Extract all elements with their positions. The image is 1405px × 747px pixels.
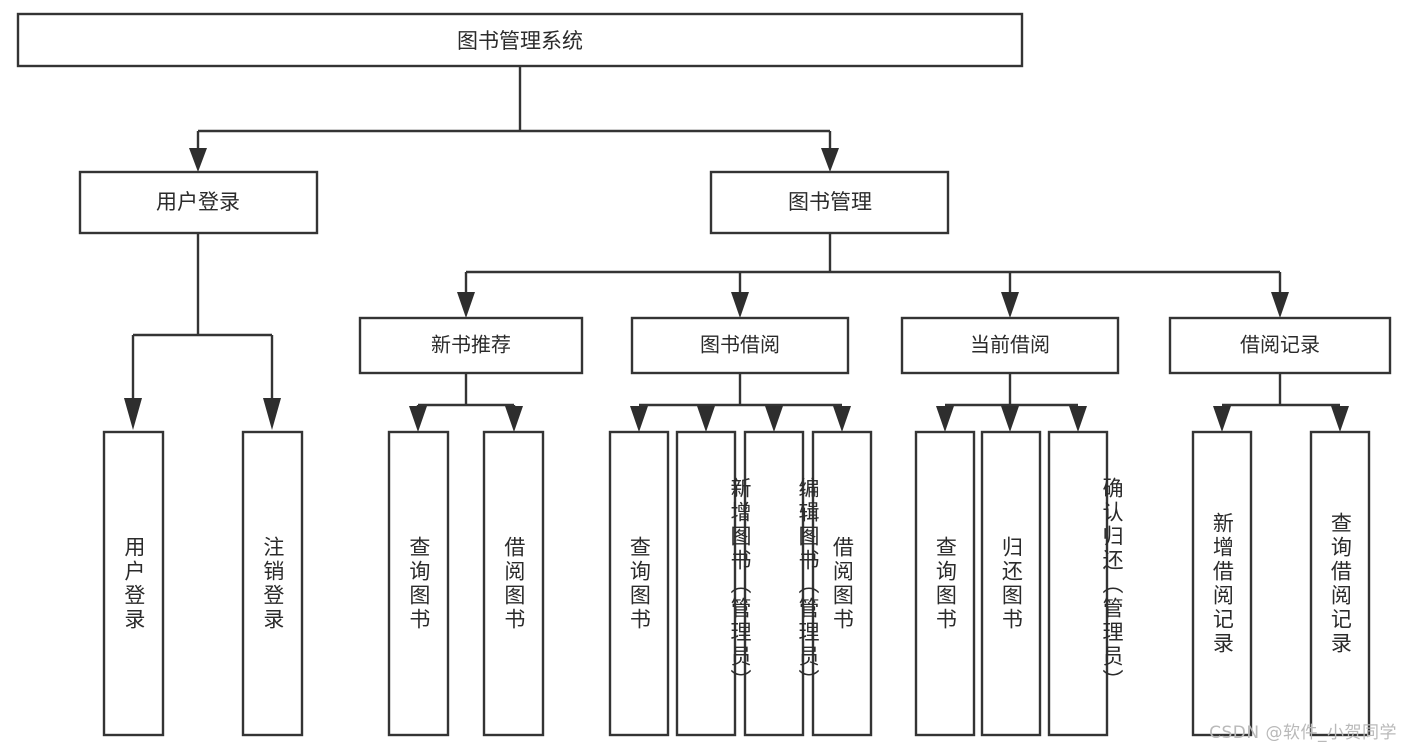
arrow-userlogin-leaf-2	[263, 398, 281, 430]
node-book-manage-box[interactable]	[709, 170, 950, 235]
node-current-borrow[interactable]: 当前借阅	[900, 316, 1120, 375]
node-book-manage[interactable]: 图书管理	[709, 170, 950, 235]
node-new-book-recommend-box[interactable]	[358, 316, 584, 375]
arrow-userlogin-leaf-1	[124, 398, 142, 430]
node-book-borrow-label: 图书借阅	[700, 333, 780, 357]
csdn-watermark: CSDN @软件_小贺同学	[1209, 723, 1397, 743]
node-leaf-bookborrow-borrow-box[interactable]	[811, 430, 873, 737]
arrow-currentborrow-leaf-2	[1001, 406, 1019, 432]
arrow-root-to-user-login	[189, 148, 207, 172]
node-borrow-record[interactable]: 借阅记录	[1168, 316, 1392, 375]
arrow-bookborrow-leaf-2	[697, 406, 715, 432]
arrow-currentborrow-leaf-1	[936, 406, 954, 432]
node-leaf-currentborrow-query-box[interactable]	[914, 430, 976, 737]
node-leaf-user-login-logout-box[interactable]	[241, 430, 304, 737]
arrow-newbook-leaf-1	[409, 406, 427, 432]
node-new-book-recommend-label: 新书推荐	[431, 333, 511, 357]
node-root-box[interactable]	[16, 12, 1024, 68]
node-book-manage-label: 图书管理	[788, 190, 872, 214]
node-borrow-record-label: 借阅记录	[1240, 333, 1320, 357]
node-leaf-borrowrecord-query-box[interactable]	[1309, 430, 1371, 737]
node-book-borrow-box[interactable]	[630, 316, 850, 375]
node-book-borrow[interactable]: 图书借阅	[630, 316, 850, 375]
arrow-bookborrow-leaf-3	[765, 406, 783, 432]
arrow-currentborrow-leaf-3	[1069, 406, 1087, 432]
node-leaf-newbook-borrow-box[interactable]	[482, 430, 545, 737]
node-borrow-record-box[interactable]	[1168, 316, 1392, 375]
node-root-label: 图书管理系统	[457, 29, 583, 53]
node-user-login[interactable]: 用户登录	[78, 170, 319, 235]
node-new-book-recommend[interactable]: 新书推荐	[358, 316, 584, 375]
arrow-bookmanage-to-current	[1001, 292, 1019, 318]
arrow-newbook-leaf-2	[505, 406, 523, 432]
node-current-borrow-label: 当前借阅	[970, 333, 1050, 357]
arrow-root-to-book-manage	[821, 148, 839, 172]
node-leaf-currentborrow-return-box[interactable]	[980, 430, 1042, 737]
connector-layer	[124, 66, 1349, 432]
node-leaf-bookborrow-query-box[interactable]	[608, 430, 670, 737]
node-layer: 图书管理系统 用户登录 图书管理 新书推荐 图书借阅	[16, 12, 1392, 737]
arrow-bookborrow-leaf-1	[630, 406, 648, 432]
arrow-bookmanage-to-borrow	[731, 292, 749, 318]
node-root[interactable]: 图书管理系统	[16, 12, 1024, 68]
node-current-borrow-box[interactable]	[900, 316, 1120, 375]
arrow-bookmanage-to-record	[1271, 292, 1289, 318]
node-leaf-user-login-login-box[interactable]	[102, 430, 165, 737]
node-leaf-borrowrecord-add-box[interactable]	[1191, 430, 1253, 737]
node-leaf-newbook-query-box[interactable]	[387, 430, 450, 737]
node-user-login-box[interactable]	[78, 170, 319, 235]
node-user-login-label: 用户登录	[156, 190, 240, 214]
node-leaf-bookborrow-edit-box[interactable]	[743, 430, 805, 737]
node-leaf-bookborrow-add-box[interactable]	[675, 430, 737, 737]
arrow-bookmanage-to-new-book	[457, 292, 475, 318]
node-leaf-currentborrow-confirm-box[interactable]	[1047, 430, 1109, 737]
arrow-borrowrecord-leaf-2	[1331, 406, 1349, 432]
arrow-borrowrecord-leaf-1	[1213, 406, 1231, 432]
arrow-bookborrow-leaf-4	[833, 406, 851, 432]
